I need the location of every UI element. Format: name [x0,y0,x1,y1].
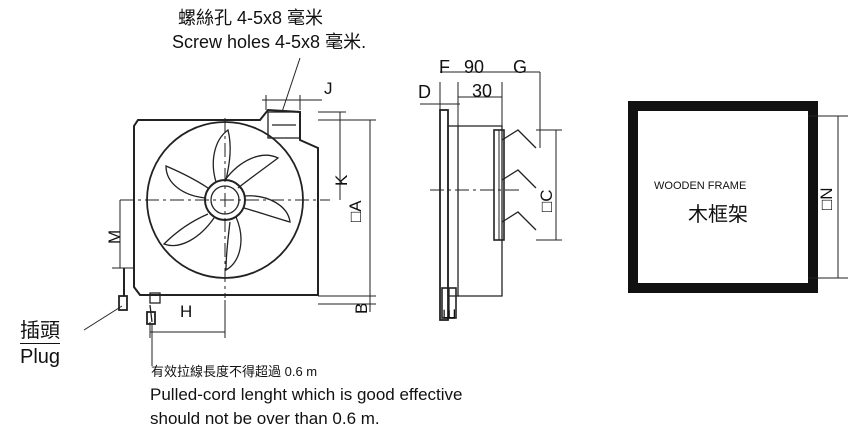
plug-zh-wrap: 插頭 [20,320,60,344]
dim-g: G [513,57,528,77]
plug-en: Plug [20,346,61,368]
dim-f: F [439,57,450,77]
dim-n: □N [817,187,836,210]
dim-d: D [418,82,431,102]
dim-j: J [324,79,333,98]
screw-holes-en: Screw holes 4-5x8 毫米. [172,32,367,52]
dim-e: E [440,308,459,320]
dim-b: B [352,302,371,314]
cord-note-zh: 有效拉線長度不得超過 0.6 m [151,364,318,379]
cord-note-en-line1: Pulled-cord lenght which is good effecti… [150,385,463,404]
dim-h: H [180,302,193,321]
dim-c: □C [537,189,556,212]
front-view [83,57,376,366]
wooden-frame-view [628,101,848,293]
screw-holes-zh: 螺絲孔 4-5x8 毫米 [178,8,324,28]
plug-zh: 插頭 [20,320,60,344]
side-view [420,71,562,321]
dim-a: □A [346,200,365,222]
wooden-frame-zh: 木框架 [688,204,748,226]
wooden-frame-en: WOODEN FRAME [654,180,747,192]
dim-30: 30 [472,81,493,101]
dim-90: 90 [464,57,485,77]
cord-note-en-line2: should not be over than 0.6 m. [150,409,380,428]
dim-m: M [105,229,124,244]
dim-k: K [332,174,351,186]
